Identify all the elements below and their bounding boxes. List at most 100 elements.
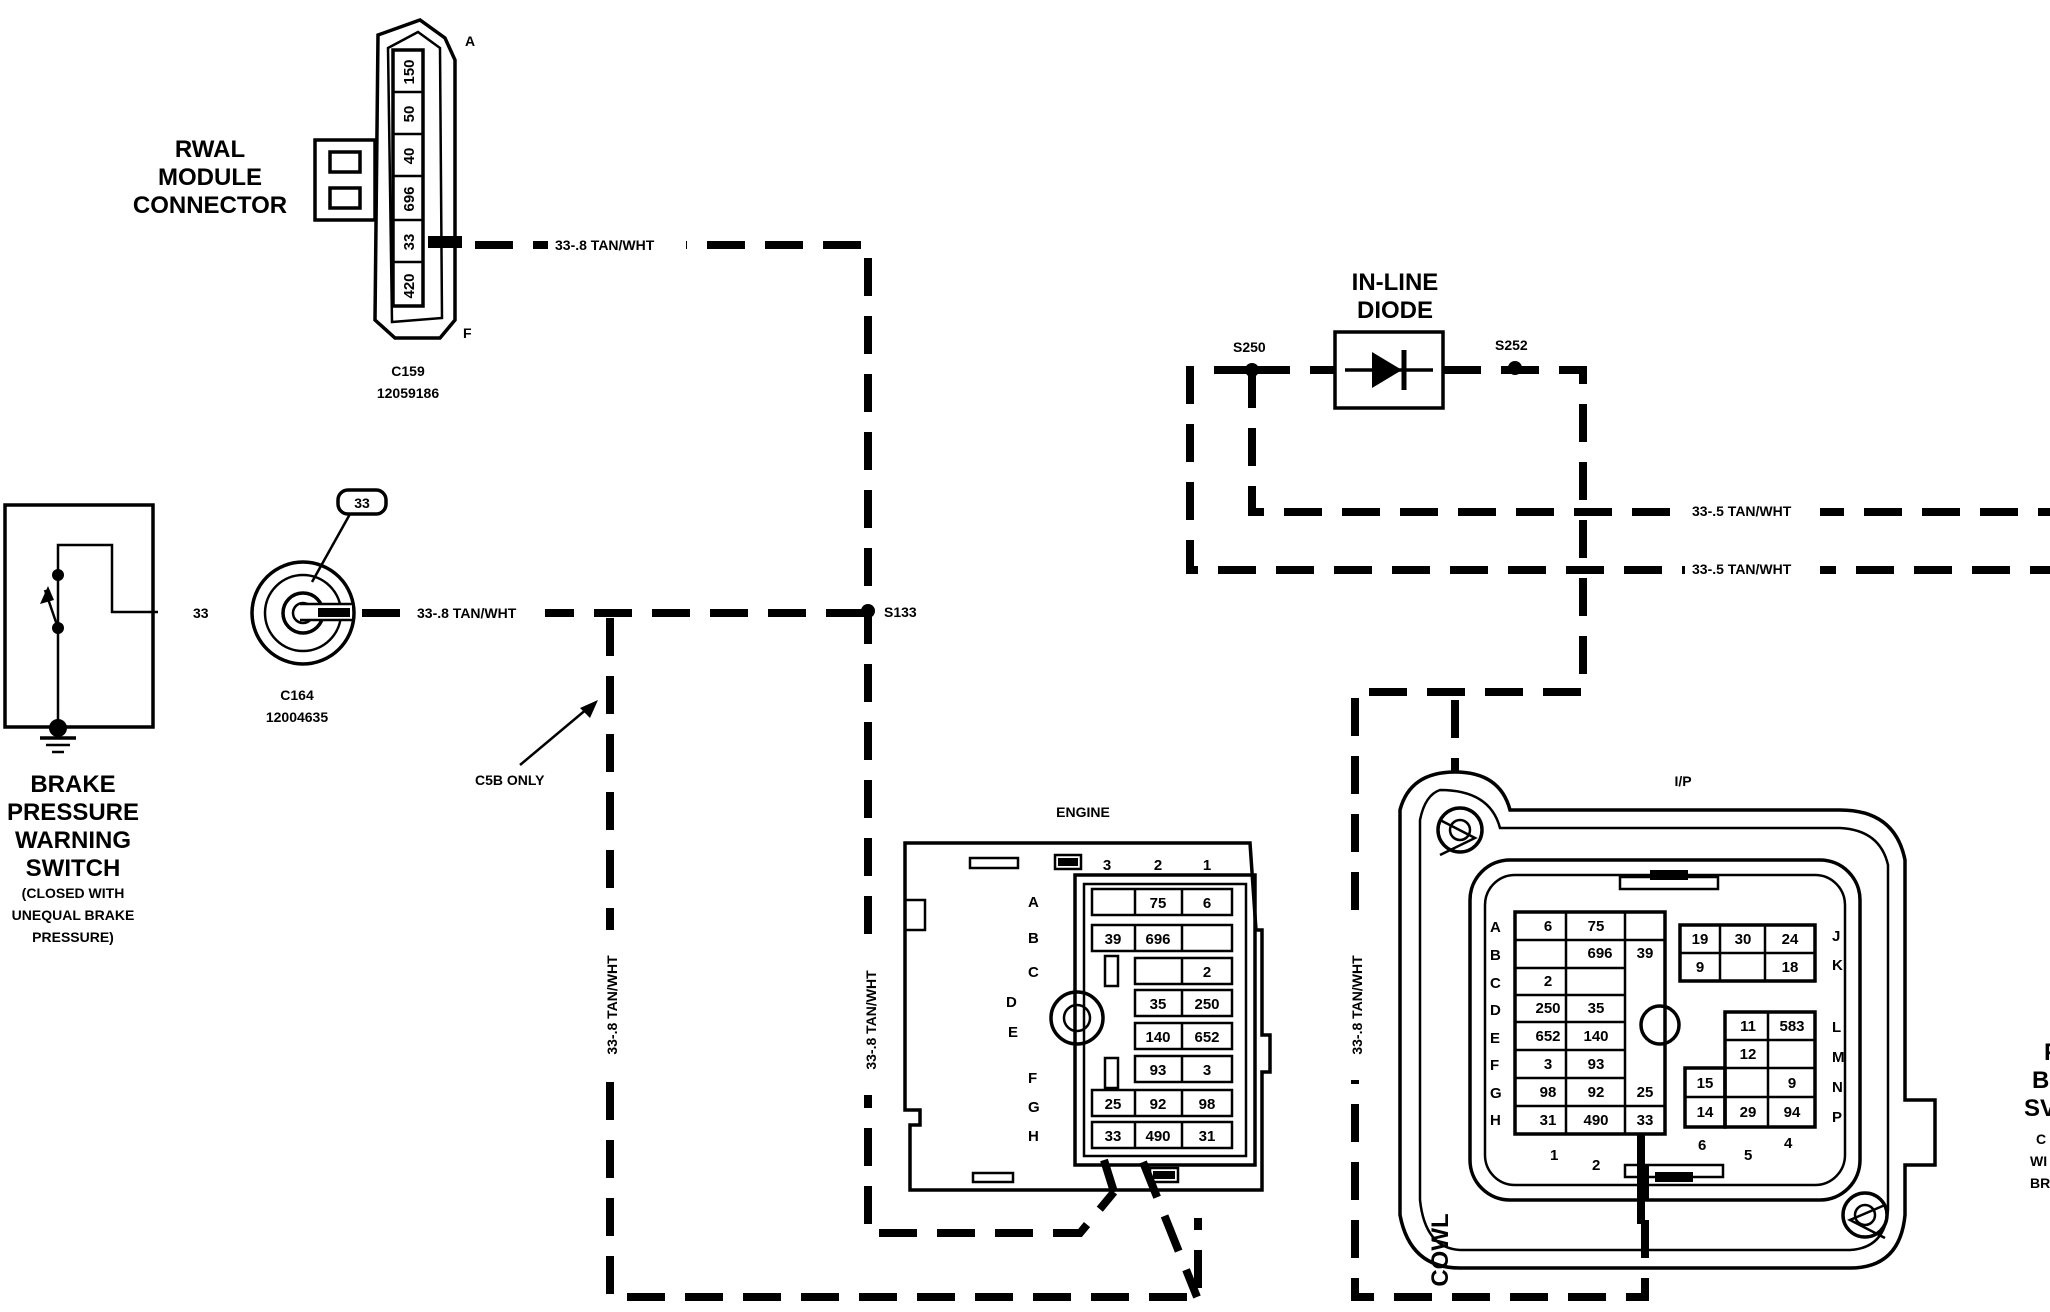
- ip-row-h: H: [1490, 1112, 1501, 1129]
- ip-cell-39: 39: [1637, 945, 1654, 962]
- rwal-pin-150: 150: [401, 59, 418, 84]
- engine-cell-93: 93: [1150, 1062, 1167, 1079]
- ip-row-k: K: [1832, 957, 1843, 974]
- engine-cell-35: 35: [1150, 996, 1167, 1013]
- ip-row-d: D: [1490, 1002, 1501, 1019]
- rwal-end-a: A: [465, 33, 475, 49]
- ip-cell-12: 12: [1740, 1046, 1757, 1063]
- ip-cell-250: 250: [1535, 1000, 1560, 1017]
- engine-cell-140: 140: [1145, 1029, 1170, 1046]
- splice-s252: S252: [1495, 337, 1528, 353]
- ip-row-j: J: [1832, 928, 1840, 945]
- wire-s250-drop: [1248, 370, 2050, 516]
- ip-cell-14: 14: [1697, 1104, 1714, 1121]
- engine-row-a: A: [1028, 894, 1039, 911]
- wire-engine-diagonal: [1139, 1160, 1201, 1299]
- edge-text-3: SV: [2024, 1095, 2050, 1122]
- ip-cell-2: 2: [1544, 973, 1552, 990]
- ip-cell-15: 15: [1697, 1075, 1714, 1092]
- ip-cell-3: 3: [1544, 1056, 1552, 1073]
- wire-diode-right: [1351, 366, 1649, 1301]
- ip-cell-9b: 9: [1788, 1075, 1796, 1092]
- rwal-pin-40: 40: [401, 148, 418, 165]
- splice-s133: S133: [884, 604, 917, 620]
- switch-note-1: (CLOSED WITH: [22, 885, 125, 901]
- ip-left-rows: A B C D E F G H: [1490, 919, 1502, 1129]
- diode-title-2: DIODE: [1357, 297, 1433, 324]
- edge-cropped-text: P B SV C WI BR: [2024, 1039, 2050, 1191]
- diode-title-1: IN-LINE: [1352, 269, 1439, 296]
- ip-cell-75: 75: [1588, 918, 1605, 935]
- engine-cells: 75 6 39 696 2 35 250 140 652 93 3 25: [1090, 887, 1234, 1150]
- ip-row-b: B: [1490, 947, 1501, 964]
- wire-label-v-left: 33-.8 TAN/WHT: [604, 955, 620, 1055]
- engine-row-c: C: [1028, 964, 1039, 981]
- rwal-title-2: MODULE: [158, 164, 262, 191]
- ip-cell-11: 11: [1740, 1018, 1756, 1035]
- engine-row-b: B: [1028, 930, 1039, 947]
- c164-connector: 33 C164 12004635: [250, 488, 388, 725]
- engine-rows: A B C D E F G H: [1006, 894, 1040, 1145]
- ip-cell-19: 19: [1692, 931, 1709, 948]
- ip-row-g: G: [1490, 1085, 1502, 1102]
- engine-cell-25: 25: [1105, 1096, 1122, 1113]
- rwal-pin-33: 33: [401, 234, 418, 251]
- ip-cell-490: 490: [1583, 1112, 1608, 1129]
- ip-cell-140: 140: [1583, 1028, 1608, 1045]
- rwal-title-3: CONNECTOR: [133, 192, 287, 219]
- ip-cell-652: 652: [1535, 1028, 1560, 1045]
- c5b-only-callout: C5B ONLY: [475, 700, 598, 788]
- in-line-diode: IN-LINE DIODE: [1333, 269, 1445, 410]
- engine-cell-98: 98: [1199, 1096, 1216, 1113]
- ip-col-2: 2: [1592, 1157, 1600, 1174]
- engine-cell-6: 6: [1203, 895, 1211, 912]
- ip-cell-30: 30: [1735, 931, 1752, 948]
- ip-row-p: P: [1832, 1109, 1842, 1126]
- ip-col-4: 4: [1784, 1135, 1793, 1152]
- ip-left-cells: 6 75 696 39 2 250 35 652 140 3 93 98 92 …: [1513, 910, 1667, 1136]
- edge-text-2: B: [2032, 1067, 2049, 1094]
- engine-cell-75: 75: [1150, 895, 1167, 912]
- engine-cell-31: 31: [1199, 1128, 1216, 1145]
- engine-cell-3: 3: [1203, 1062, 1211, 1079]
- ip-row-c: C: [1490, 975, 1501, 992]
- switch-note-2: UNEQUAL BRAKE: [12, 907, 135, 923]
- engine-col-1: 1: [1203, 857, 1211, 874]
- ip-row-f: F: [1490, 1057, 1499, 1074]
- ip-cell-98: 98: [1540, 1084, 1557, 1101]
- brake-pressure-warning-switch: 33 BRAKE PRESSURE WARNING SWITCH (CLOSED…: [3, 503, 209, 945]
- rwal-pin-420: 420: [401, 273, 418, 298]
- switch-circuit-33: 33: [193, 605, 209, 621]
- engine-cell-490: 490: [1145, 1128, 1170, 1145]
- splices: S133 S250 S252: [861, 337, 1528, 620]
- rwal-part-number: 12059186: [377, 385, 440, 401]
- wire-c5b-branch: [606, 618, 1202, 1301]
- wire-label-r2: 33-.5 TAN/WHT: [1692, 561, 1792, 577]
- switch-title-1: BRAKE: [30, 771, 115, 798]
- ip-cell-94: 94: [1784, 1104, 1801, 1121]
- edge-text-5: WI: [2030, 1153, 2047, 1169]
- wire-label-r1: 33-.5 TAN/WHT: [1692, 503, 1792, 519]
- engine-cell-2: 2: [1203, 964, 1211, 981]
- wire-s250-loop: [1186, 366, 2050, 574]
- ip-row-n: N: [1832, 1079, 1843, 1096]
- engine-col-3: 3: [1103, 857, 1111, 874]
- ip-cell-29: 29: [1740, 1104, 1757, 1121]
- ip-col-6: 6: [1698, 1137, 1706, 1154]
- switch-title-2: PRESSURE: [7, 799, 139, 826]
- engine-row-d: D: [1006, 994, 1017, 1011]
- engine-cell-92: 92: [1150, 1096, 1167, 1113]
- engine-row-g: G: [1028, 1099, 1040, 1116]
- rwal-pin-50: 50: [401, 106, 418, 123]
- rwal-pin-696: 696: [401, 186, 418, 211]
- edge-text-1: P: [2044, 1039, 2050, 1066]
- ip-cell-33: 33: [1637, 1112, 1654, 1129]
- ip-cell-92: 92: [1588, 1084, 1605, 1101]
- edge-text-6: BR: [2030, 1175, 2050, 1191]
- ip-row-e: E: [1490, 1030, 1500, 1047]
- wire-rwal-to-engine: [475, 241, 1118, 1237]
- ip-cell-583: 583: [1779, 1018, 1804, 1035]
- ip-title: I/P: [1674, 773, 1691, 789]
- switch-note-3: PRESSURE): [32, 929, 114, 945]
